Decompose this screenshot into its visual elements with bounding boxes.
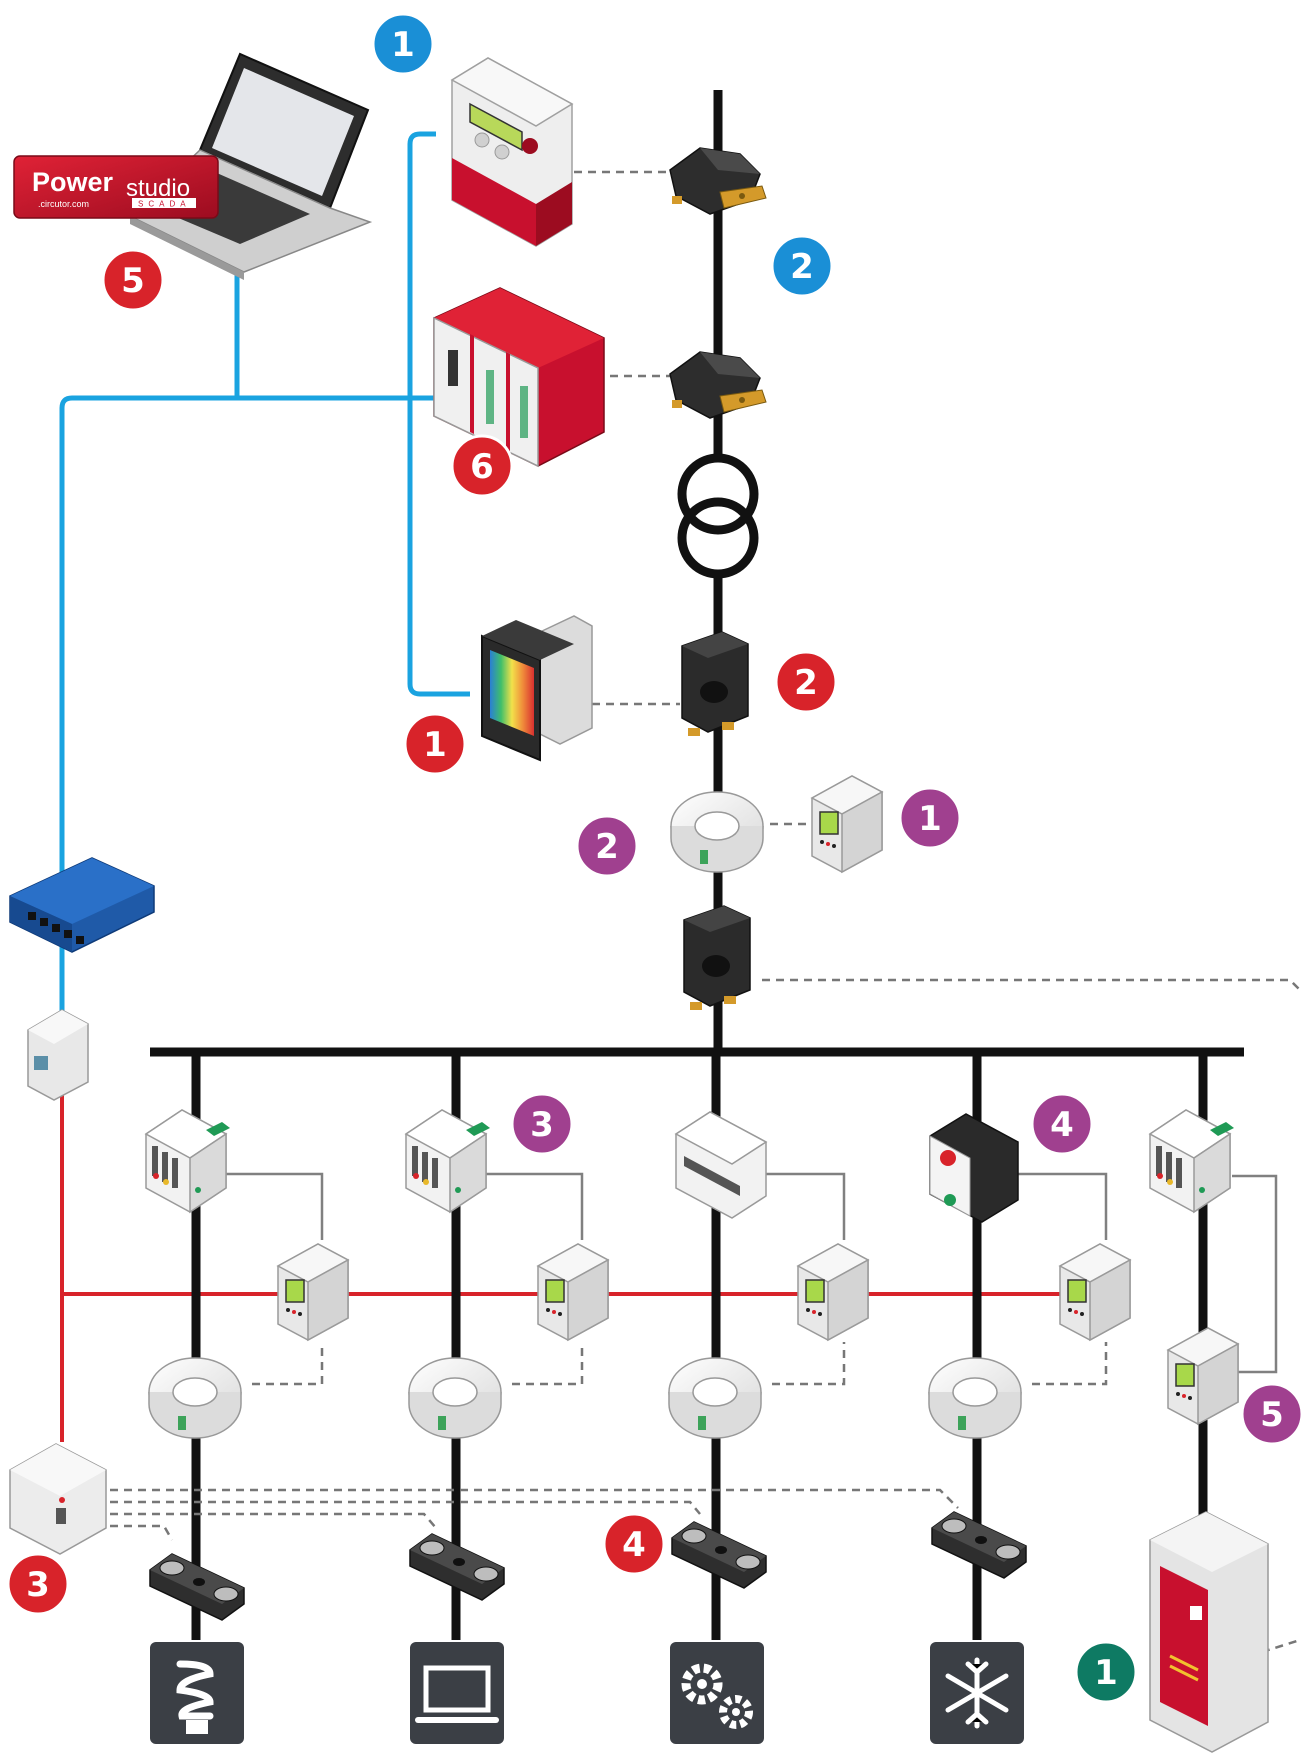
badge-label: 4 [622,1525,646,1565]
ethernet-switch[interactable] [9,857,155,953]
number-badge-b-top-1: 1 [371,12,435,76]
gears-icon [670,1642,764,1744]
bar-ct-upper [669,147,767,215]
modular-rack-analyzer[interactable] [433,287,605,468]
snowflake-icon [930,1642,1024,1744]
din-meter-feeder-1 [277,1243,349,1341]
number-badge-b-bottom-3: 3 [6,1552,70,1616]
ethernet-network [59,131,470,1022]
number-badge-b-cabinet-1: 1 [1074,1640,1138,1704]
lighting-icon [150,1642,244,1744]
badge-label: 1 [1094,1653,1118,1693]
number-badge-b-laptop-5: 5 [101,248,165,312]
split-core-ct-feeder [683,905,751,1011]
number-badge-b-ct-2: 2 [770,234,834,298]
number-badge-b-ct2-2: 2 [774,650,838,714]
capacitor-bank-cabinet[interactable] [1149,1511,1269,1753]
number-badge-b-feeder-3: 3 [510,1092,574,1156]
split-core-ct-main [681,631,749,737]
number-badge-b-panel-1: 1 [403,712,467,776]
ring-ct-main [670,791,764,873]
badge-label: 6 [470,447,494,487]
badge-label: 4 [1050,1105,1074,1145]
ring-ct-feeder-2 [408,1357,502,1439]
badge-label: 2 [794,663,818,703]
number-badge-b-bottom-4: 4 [602,1512,666,1576]
badge-label: 1 [423,725,447,765]
protocol-converter[interactable] [27,1009,89,1101]
breaker-feeder-3[interactable] [674,1111,768,1219]
logo-brand: Power [32,167,114,197]
number-badge-b-rack-6: 6 [450,434,514,498]
badge-label: 1 [391,25,415,65]
logo-site: .circutor.com [38,199,89,209]
badge-label: 3 [26,1565,50,1605]
breaker-feeder-2[interactable] [405,1109,491,1213]
dashed-links [110,170,1301,1654]
ring-ct-feeder-1 [148,1357,242,1439]
earth-leakage-relay[interactable] [9,1443,107,1555]
logo-tag: SCADA [138,200,191,209]
number-badge-b-relay-1: 1 [898,786,962,850]
power-analyzer-wall[interactable] [450,57,574,247]
badge-label: 3 [530,1105,554,1145]
din-meter-feeder-4 [1059,1243,1131,1341]
breaker-feeder-5[interactable] [1149,1109,1235,1213]
motorized-switch-feeder-4[interactable] [929,1113,1019,1223]
laptop-icon [410,1642,504,1744]
number-badge-b-ring-2: 2 [575,814,639,878]
badge-label: 2 [595,827,619,867]
badge-label: 5 [121,261,145,301]
badge-layer: 1 2 5 6 1 2 2 1 3 4 5 4 3 1 [6,12,1301,1704]
bar-ct-lower [669,351,767,419]
breaker-feeder-1[interactable] [145,1109,231,1213]
badge-label: 1 [918,799,942,839]
badge-label: 5 [1260,1395,1284,1435]
badge-label: 2 [790,247,814,287]
din-meter-feeder-5 [1167,1327,1239,1425]
logo-product: studio [126,175,190,202]
din-meter-feeder-3 [797,1243,869,1341]
panel-power-analyzer[interactable] [481,615,593,762]
signal-wiring [220,1172,1278,1374]
transformer-symbol [677,453,759,579]
ring-ct-feeder-4 [928,1357,1022,1439]
din-meter-main [811,775,883,873]
number-badge-b-feeder-5: 5 [1240,1382,1301,1446]
din-meter-feeder-2 [537,1243,609,1341]
powerstudio-scada-logo: Power studio .circutor.com SCADA [13,155,219,219]
ring-ct-feeder-3 [668,1357,762,1439]
number-badge-b-feeder-4: 4 [1030,1092,1094,1156]
